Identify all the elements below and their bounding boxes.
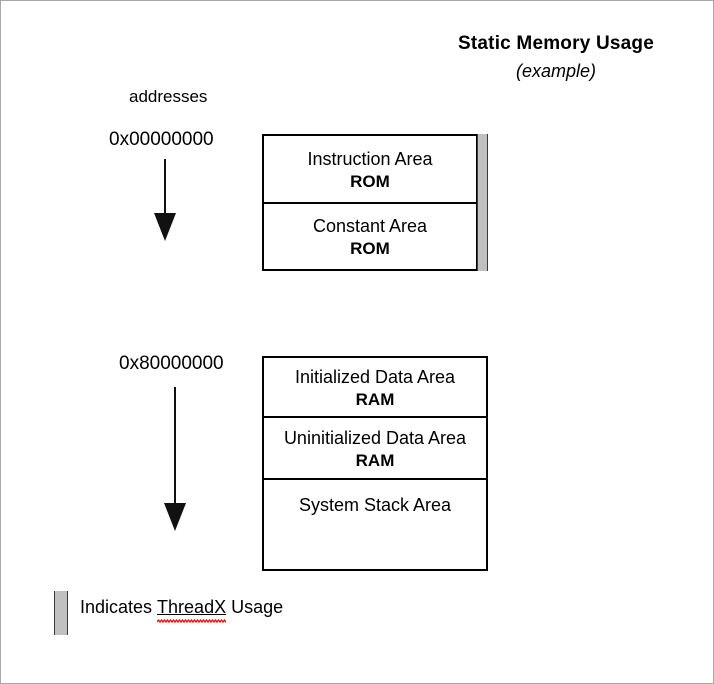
segment-name: Initialized Data Area [294,366,456,387]
diagram-title: Static Memory Usage [458,33,654,54]
memory-segment-initialized-data-area: Initialized Data Area RAM [264,358,486,418]
rom-address-down-arrow-icon [154,159,176,241]
memory-segment-instruction-area: Instruction Area ROM [264,136,476,204]
segment-type: ROM [350,171,390,191]
arrow-shaft [174,387,176,505]
memory-segment-system-stack-area: System Stack Area [264,480,486,569]
ram-address-down-arrow-icon [164,387,186,531]
ram-start-address: 0x80000000 [119,353,224,374]
legend-label: Indicates ThreadX Usage [80,596,284,623]
spellcheck-squiggle-icon [157,619,227,623]
segment-type: ROM [350,239,390,258]
addresses-column-label: addresses [129,87,208,106]
segment-name: Instruction Area [307,148,433,169]
rom-start-address: 0x00000000 [109,129,214,150]
arrow-head [154,213,176,241]
segment-type: RAM [355,450,395,470]
arrow-shaft [164,159,166,215]
legend-suffix: Usage [226,597,284,617]
legend-product-text: ThreadX [157,597,227,617]
memory-segment-uninitialized-data-area: Uninitialized Data Area RAM [264,418,486,480]
threadx-usage-bar [477,134,488,271]
ram-memory-block: Initialized Data Area RAM Uninitialized … [262,356,488,571]
rom-memory-block: Instruction Area ROM Constant Area ROM [262,134,478,271]
segment-name: Constant Area [312,216,428,236]
legend-threadx-swatch [54,591,68,635]
segment-name: Uninitialized Data Area [283,427,467,448]
arrow-head [164,503,186,531]
segment-type: RAM [355,389,395,409]
segment-name: System Stack Area [298,495,452,515]
diagram-subtitle: (example) [515,61,597,81]
legend-product-name-misspelled: ThreadX [157,596,227,623]
legend-prefix: Indicates [80,597,158,617]
memory-segment-constant-area: Constant Area ROM [264,204,476,269]
